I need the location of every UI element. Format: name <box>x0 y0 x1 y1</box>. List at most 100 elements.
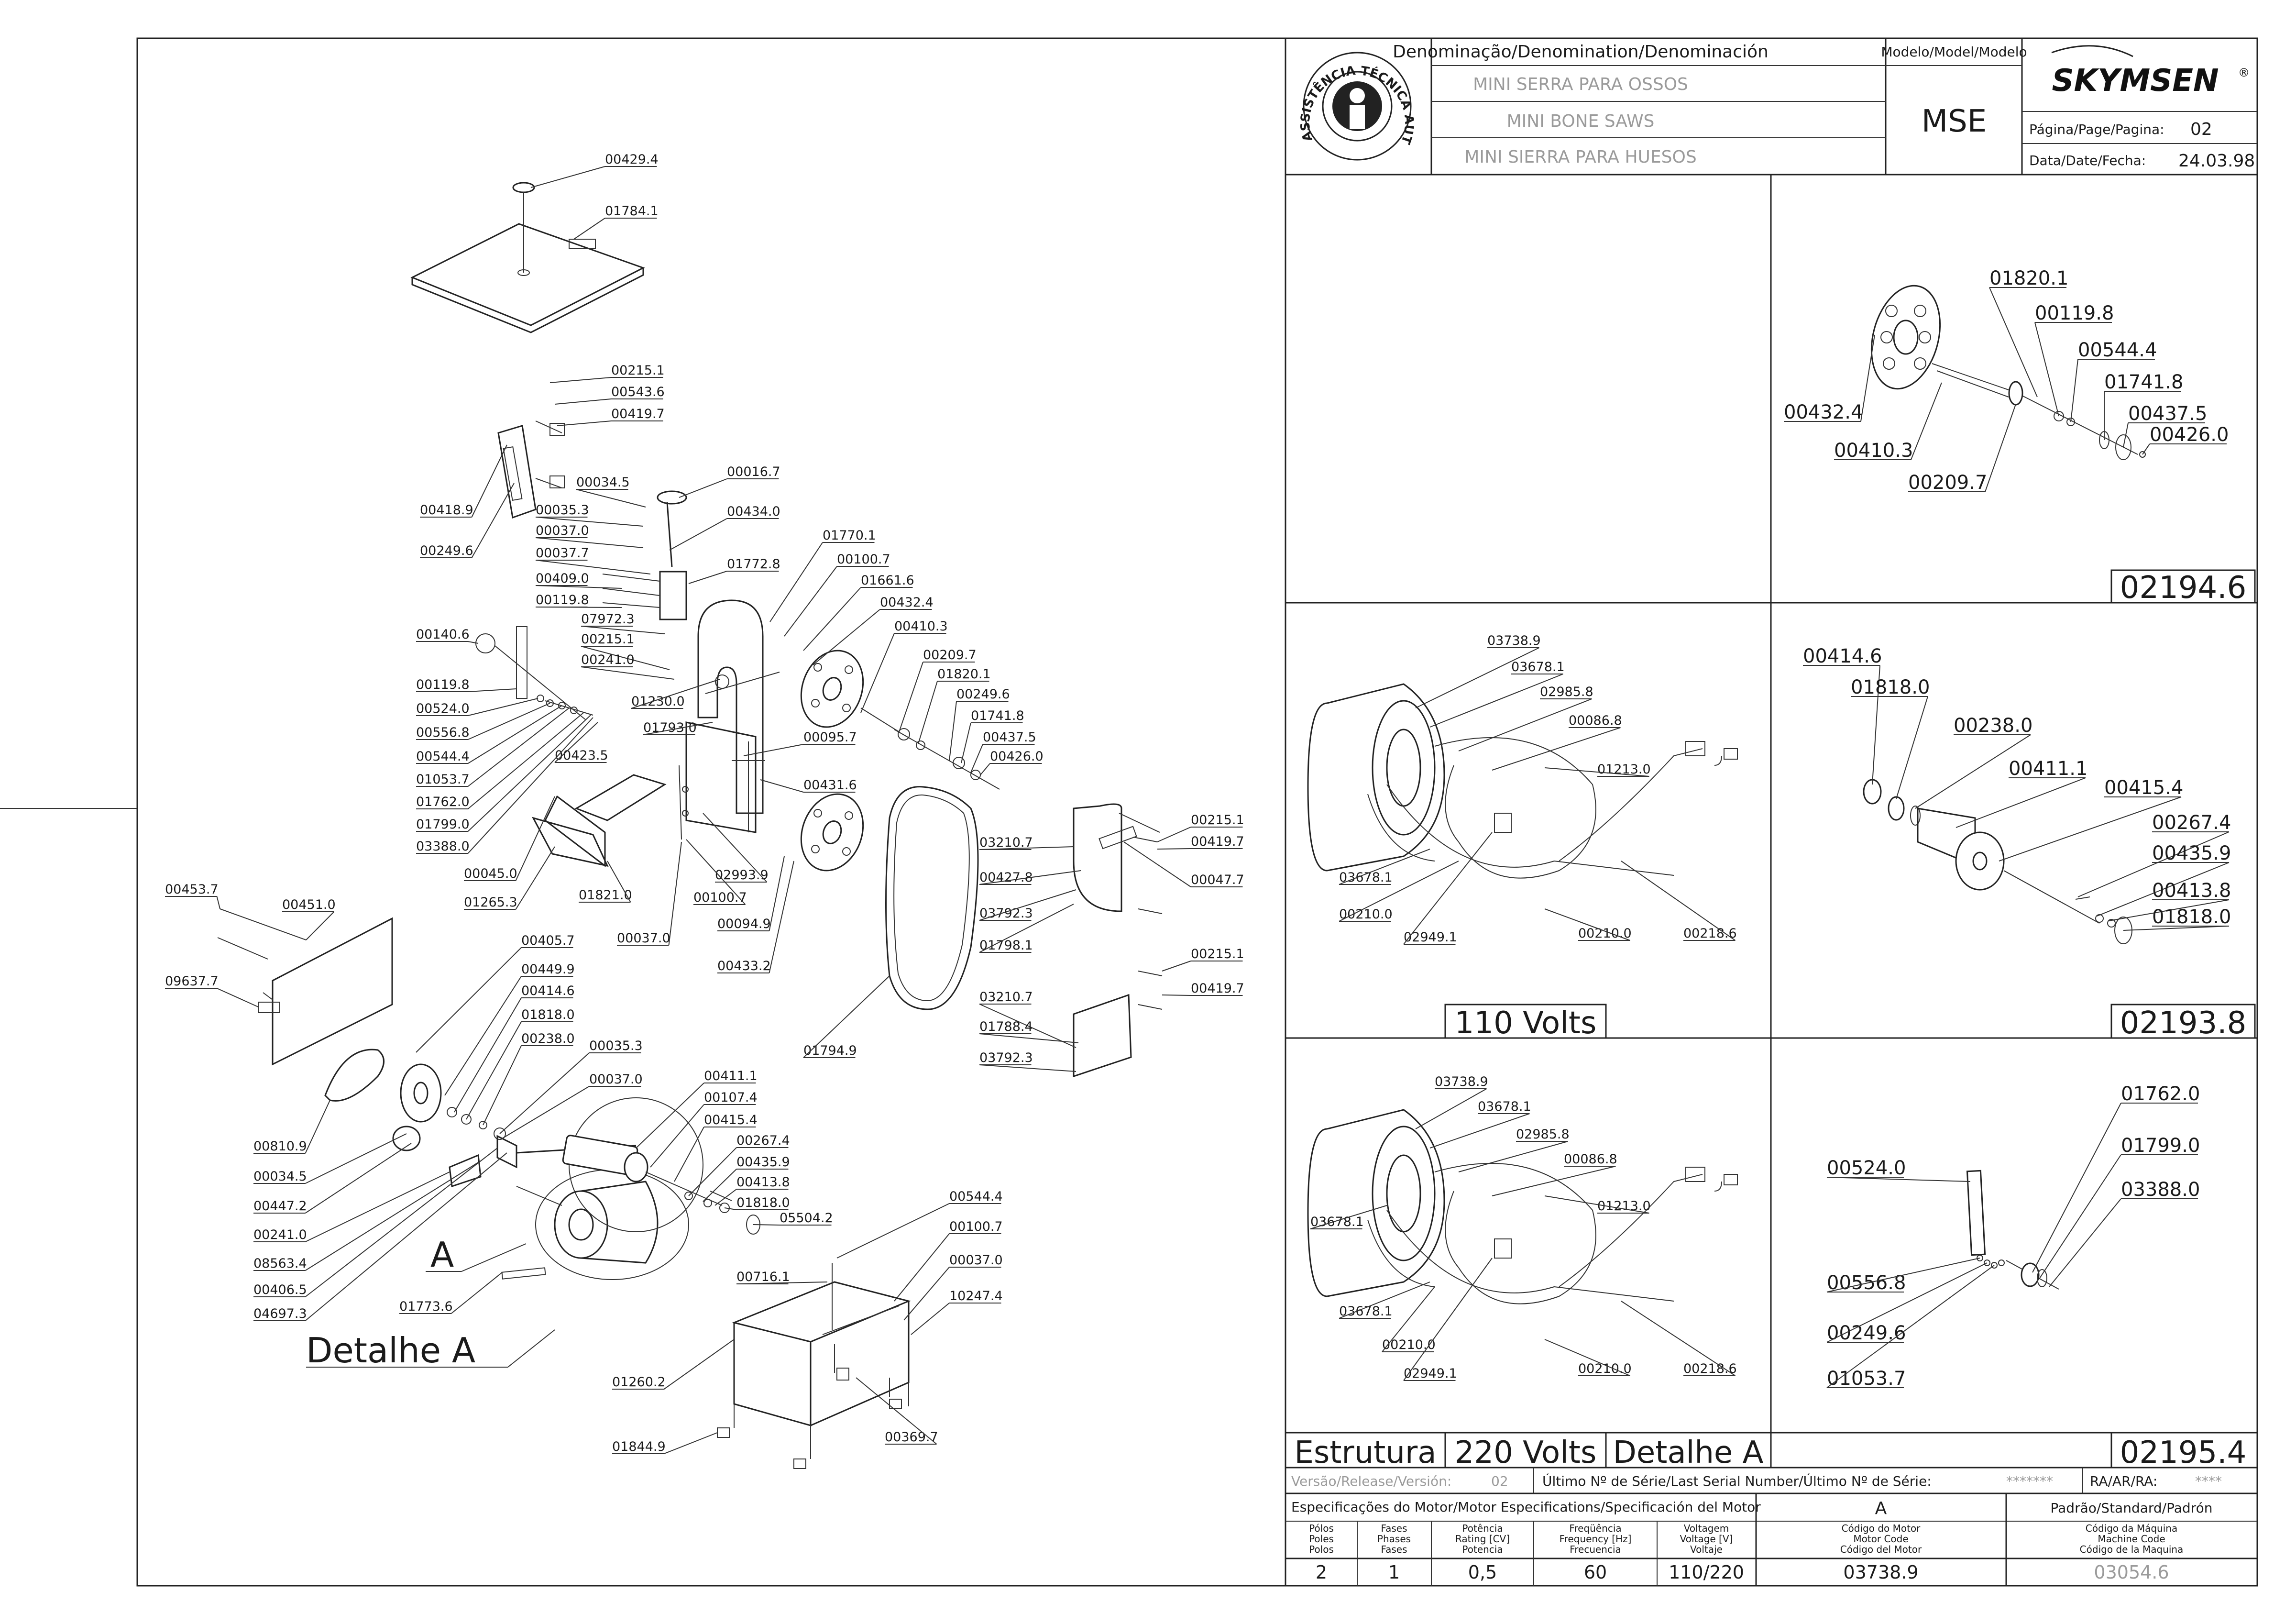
part-label-53: 00433.2 <box>717 959 771 973</box>
part-label-leader-66 <box>803 975 890 1058</box>
part-label-leader-75 <box>636 1083 704 1149</box>
detail-label-4: 00415.4 <box>2104 777 2183 799</box>
lower-wheel <box>800 793 864 872</box>
part-label-leader-89 <box>305 1152 507 1321</box>
part-label-21: 00215.1 <box>581 632 635 647</box>
v110-label-leader-8 <box>1544 908 1630 941</box>
v220-label-0: 03738.9 <box>1435 1074 1488 1089</box>
col-machine-code-pt: Código da Máquina <box>2086 1523 2177 1534</box>
part-label-leader-94 <box>911 1303 950 1335</box>
part-label-leader-11 <box>535 537 644 548</box>
part-label-16: 00100.7 <box>837 552 890 567</box>
part-label-46: 00451.0 <box>282 897 336 912</box>
part-label-leader-98 <box>664 1432 718 1454</box>
upper-wheel <box>800 650 864 728</box>
detail-label-6: 00435.9 <box>2152 842 2231 864</box>
part-label-92: 00100.7 <box>949 1219 1003 1234</box>
col-phases-pt: Fases <box>1381 1523 1407 1534</box>
table-plate <box>574 774 667 821</box>
model-value: MSE <box>1922 104 1987 139</box>
part-label-13: 01772.8 <box>727 557 780 572</box>
code-box-02193: 02193.8 <box>2110 1004 2256 1041</box>
part-label-leader-16 <box>784 566 837 637</box>
part-label-leader-33 <box>961 722 971 763</box>
part-label-leader-81 <box>724 1207 737 1210</box>
v220-label-2: 02985.8 <box>1516 1127 1570 1142</box>
col-motor-code-pt: Código do Motor <box>1842 1523 1921 1534</box>
part-label-4: 00419.7 <box>611 407 665 421</box>
part-label-18: 01661.6 <box>861 573 914 588</box>
svg-text:ASSISTÊNCIA TÉCNICA AUTORIZADA: ASSISTÊNCIA TÉCNICA AUTORIZADA <box>0 0 1416 146</box>
part-label-86: 00241.0 <box>253 1227 307 1242</box>
part-label-78: 00267.4 <box>736 1133 790 1148</box>
part-label-leader-60 <box>1123 841 1191 887</box>
blade-guard-door <box>1073 803 1122 912</box>
value-rating: 0,5 <box>1468 1562 1497 1583</box>
col-voltage-pt: Voltagem <box>1684 1523 1729 1534</box>
wheel-label-leader-1 <box>2034 322 2059 417</box>
detail-label-2: 00238.0 <box>1954 715 2032 737</box>
detail-label-1: 01818.0 <box>1851 676 1930 698</box>
motor-pulley <box>400 1063 442 1123</box>
struct-label-0: 00524.0 <box>1827 1157 1906 1179</box>
part-label-12: 00037.7 <box>536 546 589 561</box>
part-label-leader-21 <box>581 646 670 670</box>
part-label-leader-32 <box>467 705 562 764</box>
tension-block <box>659 571 687 620</box>
motor-code-column: A <box>1875 1499 1887 1518</box>
detail-label-8: 01818.0 <box>2152 906 2231 928</box>
part-label-leader-34 <box>970 744 983 773</box>
part-label-leader-91 <box>836 1203 950 1259</box>
part-label-leader-52 <box>769 856 785 931</box>
part-label-leader-8 <box>679 478 727 498</box>
part-label-leader-6 <box>471 483 515 558</box>
part-label-43: 03388.0 <box>416 839 470 854</box>
col-freq-es: Frecuencia <box>1570 1544 1621 1555</box>
part-label-70: 00414.6 <box>521 983 575 998</box>
wheel-assembly-code: 02194.6 <box>2120 570 2247 606</box>
page-label: Página/Page/Pagina: <box>2029 122 2164 137</box>
part-label-leader-17 <box>535 607 622 608</box>
v220-label-7: 00210.0 <box>1382 1337 1436 1352</box>
part-label-leader-23 <box>468 641 479 644</box>
v110-label-leader-1 <box>1429 674 1563 728</box>
v110-label-leader-2 <box>1458 698 1592 751</box>
caption-220: 220 Volts <box>1455 1435 1597 1470</box>
value-phases: 1 <box>1388 1562 1400 1583</box>
v220-label-leader-10 <box>1621 1301 1736 1376</box>
part-label-34: 00437.5 <box>983 730 1036 745</box>
part-label-15: 00409.0 <box>536 571 589 586</box>
part-label-leader-42 <box>760 779 804 793</box>
v220-label-1: 03678.1 <box>1478 1099 1531 1114</box>
part-label-51: 00037.0 <box>617 931 670 946</box>
part-label-leader-63 <box>979 1004 1077 1048</box>
part-label-90: 00716.1 <box>736 1270 790 1284</box>
part-label-75: 00411.1 <box>704 1069 758 1083</box>
title-block: ASSISTÊNCIA TÉCNICA AUTORIZADA Denominaç… <box>0 0 2258 176</box>
part-label-leader-65 <box>979 1064 1077 1072</box>
part-label-leader-57 <box>979 904 1074 953</box>
brand-name: SKYMSEN <box>2052 63 2219 99</box>
detail-a-code: 02193.8 <box>2120 1005 2247 1041</box>
v110-label-leader-6 <box>1339 861 1459 922</box>
release-row: Versão/Release/Versión: 02 Último Nº de … <box>1291 1468 2222 1493</box>
value-frequency: 60 <box>1584 1562 1607 1583</box>
part-label-3: 00543.6 <box>611 385 665 399</box>
detail-label-leader-5 <box>2077 831 2230 897</box>
name-es: MINI SIERRA PARA HUESOS <box>1464 147 1696 167</box>
release-label: Versão/Release/Versión: <box>1291 1473 1451 1489</box>
part-label-80: 00413.8 <box>736 1175 790 1190</box>
v110-label-8: 00210.0 <box>1578 926 1632 941</box>
v110-label-3: 00086.8 <box>1569 713 1622 728</box>
part-label-7: 00034.5 <box>576 475 630 490</box>
part-label-56: 03792.3 <box>979 906 1033 921</box>
part-label-leader-24 <box>860 633 895 713</box>
part-label-45: 00453.7 <box>165 882 219 897</box>
v110-label-6: 00210.0 <box>1339 907 1393 922</box>
part-label-leader-79 <box>703 1169 737 1202</box>
part-label-leader-67 <box>217 988 259 1007</box>
v110-label-leader-4 <box>1544 767 1649 777</box>
part-label-50: 00100.7 <box>693 890 747 905</box>
part-label-leader-69 <box>444 976 522 1096</box>
detail-a-view <box>1863 779 2132 944</box>
